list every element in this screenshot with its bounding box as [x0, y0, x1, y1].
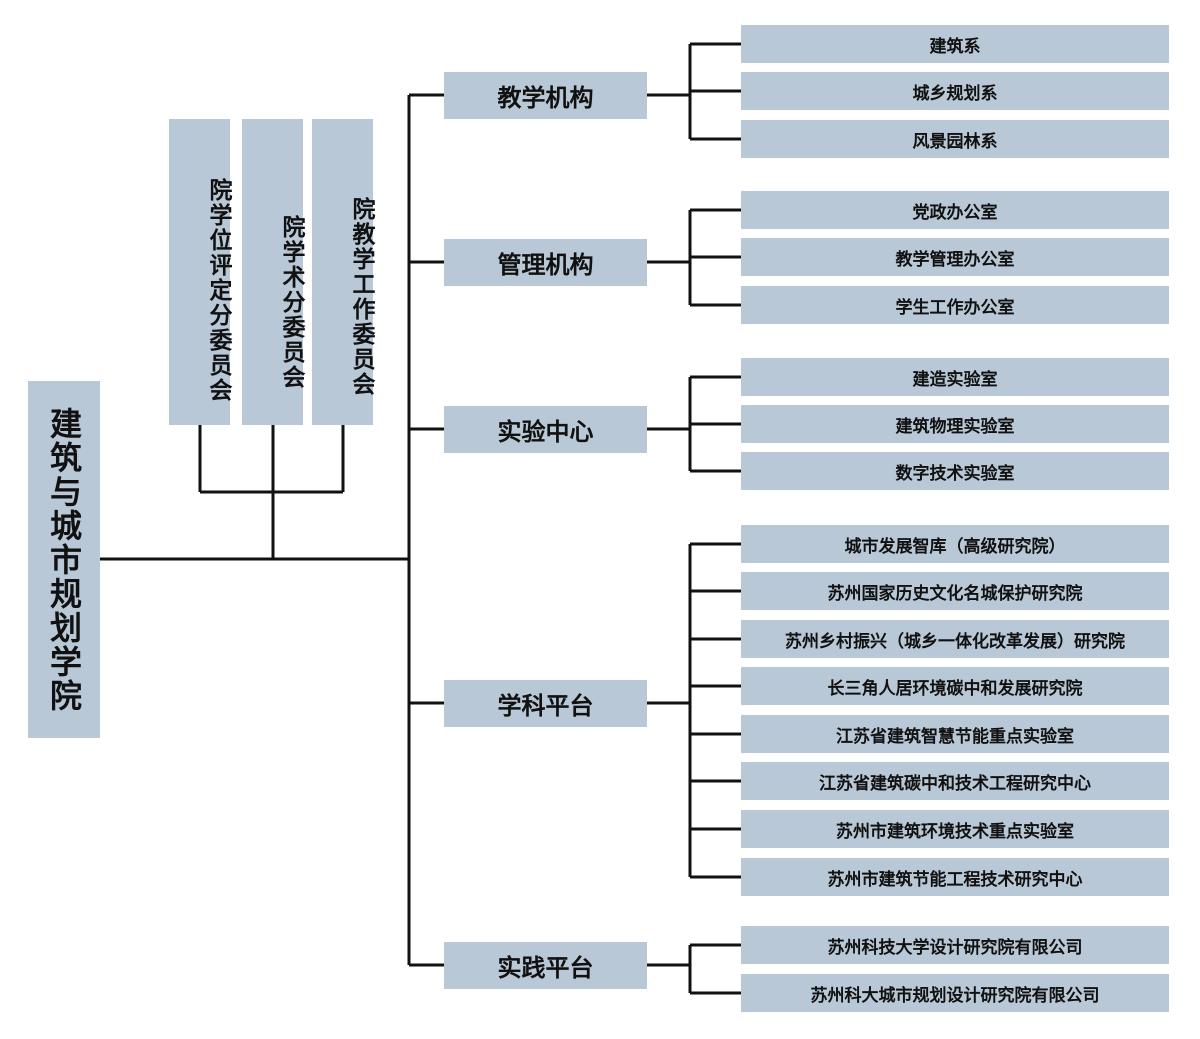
category-lab-center: 实验中心 — [444, 406, 647, 453]
committee-teaching: 院教学工作委员会 — [312, 119, 374, 425]
category-management: 管理机构 — [444, 239, 647, 286]
unit-box: 城市发展智库（高级研究院） — [741, 525, 1169, 563]
unit-box: 城乡规划系 — [741, 72, 1169, 110]
unit-box: 学生工作办公室 — [741, 286, 1169, 324]
unit-box: 风景园林系 — [741, 120, 1169, 158]
unit-box: 党政办公室 — [741, 191, 1169, 229]
committee-degree: 院学位评定分委员会 — [169, 119, 231, 425]
unit-box: 建筑物理实验室 — [741, 405, 1169, 443]
root-node: 建筑与城市规划学院 — [28, 381, 100, 738]
unit-box: 苏州科大城市规划设计研究院有限公司 — [741, 974, 1169, 1012]
unit-box: 长三角人居环境碳中和发展研究院 — [741, 667, 1169, 705]
unit-box: 江苏省建筑智慧节能重点实验室 — [741, 715, 1169, 753]
category-teaching: 教学机构 — [444, 72, 647, 119]
unit-box: 数字技术实验室 — [741, 452, 1169, 490]
unit-box: 苏州市建筑环境技术重点实验室 — [741, 810, 1169, 848]
unit-box: 苏州市建筑节能工程技术研究中心 — [741, 858, 1169, 896]
unit-box: 苏州国家历史文化名城保护研究院 — [741, 572, 1169, 610]
committee-academic: 院学术分委员会 — [242, 119, 304, 425]
unit-box: 江苏省建筑碳中和技术工程研究中心 — [741, 762, 1169, 800]
category-discipline-platform: 学科平台 — [444, 680, 647, 727]
unit-box: 建造实验室 — [741, 358, 1169, 396]
category-practice-platform: 实践平台 — [444, 942, 647, 989]
unit-box: 建筑系 — [741, 25, 1169, 63]
unit-box: 教学管理办公室 — [741, 238, 1169, 276]
unit-box: 苏州乡村振兴（城乡一体化改革发展）研究院 — [741, 620, 1169, 658]
unit-box: 苏州科技大学设计研究院有限公司 — [741, 926, 1169, 964]
